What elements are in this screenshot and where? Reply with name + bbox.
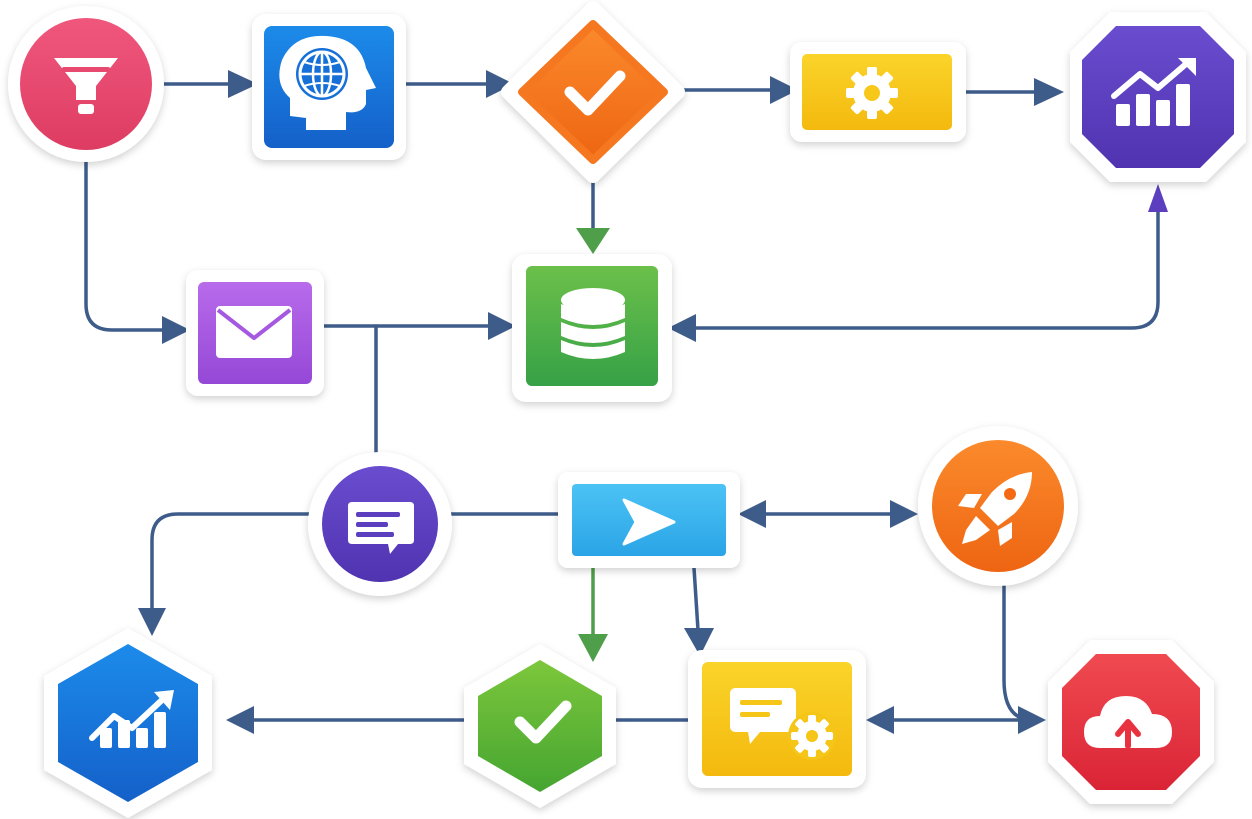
node-approve-top[interactable] (501, 1, 685, 183)
node-database[interactable] (512, 254, 672, 402)
arrowhead (866, 706, 894, 734)
edge-launch-to-cloud-upload (1002, 582, 1032, 722)
arrowhead (486, 70, 514, 98)
node-launch[interactable] (918, 426, 1078, 586)
arrowhead (1148, 184, 1168, 212)
chat-bubble-icon (348, 502, 414, 554)
node-analytics[interactable] (1070, 12, 1246, 182)
bar-chart-trend-icon (1111, 58, 1196, 126)
rocket-icon (958, 472, 1032, 546)
chat-gear-icon (730, 688, 836, 760)
edge-filter-to-email (84, 158, 168, 332)
arrowhead (576, 228, 610, 254)
check-icon (514, 700, 572, 744)
connectors (84, 70, 1168, 734)
node-ai-mind[interactable] (252, 14, 406, 160)
arrowhead (1034, 78, 1064, 106)
arrowhead (228, 70, 258, 98)
node-chat-settings[interactable] (688, 650, 866, 788)
edge-analytics-to-database (692, 208, 1160, 330)
arrowhead (578, 634, 608, 662)
database-icon (561, 288, 625, 359)
node-filter[interactable] (8, 6, 164, 162)
arrowhead (738, 500, 766, 528)
node-email[interactable] (186, 270, 324, 396)
arrowhead (162, 316, 190, 344)
cloud-upload-icon (1084, 696, 1172, 749)
arrowhead (770, 76, 798, 104)
node-growth[interactable] (44, 628, 212, 818)
node-approve-bottom[interactable] (464, 644, 616, 808)
arrowhead (890, 500, 918, 528)
check-icon (564, 70, 626, 116)
gear-icon (846, 67, 898, 119)
head-globe-icon (279, 35, 376, 130)
arrowhead (226, 706, 254, 734)
arrowhead (668, 314, 696, 342)
node-settings[interactable] (790, 42, 966, 142)
arrowhead (488, 312, 516, 340)
node-cloud-upload[interactable] (1048, 640, 1214, 804)
edge-send-to-chat-settings (692, 566, 700, 632)
node-chat[interactable] (308, 452, 452, 596)
arrowhead (1018, 706, 1046, 734)
arrowhead (684, 628, 714, 656)
growth-chart-icon (89, 690, 174, 748)
send-icon (622, 498, 676, 546)
node-send[interactable] (558, 472, 740, 568)
envelope-icon (216, 306, 292, 358)
funnel-icon (54, 58, 118, 114)
edge-chat-to-growth (150, 512, 320, 614)
arrowhead (138, 608, 166, 636)
